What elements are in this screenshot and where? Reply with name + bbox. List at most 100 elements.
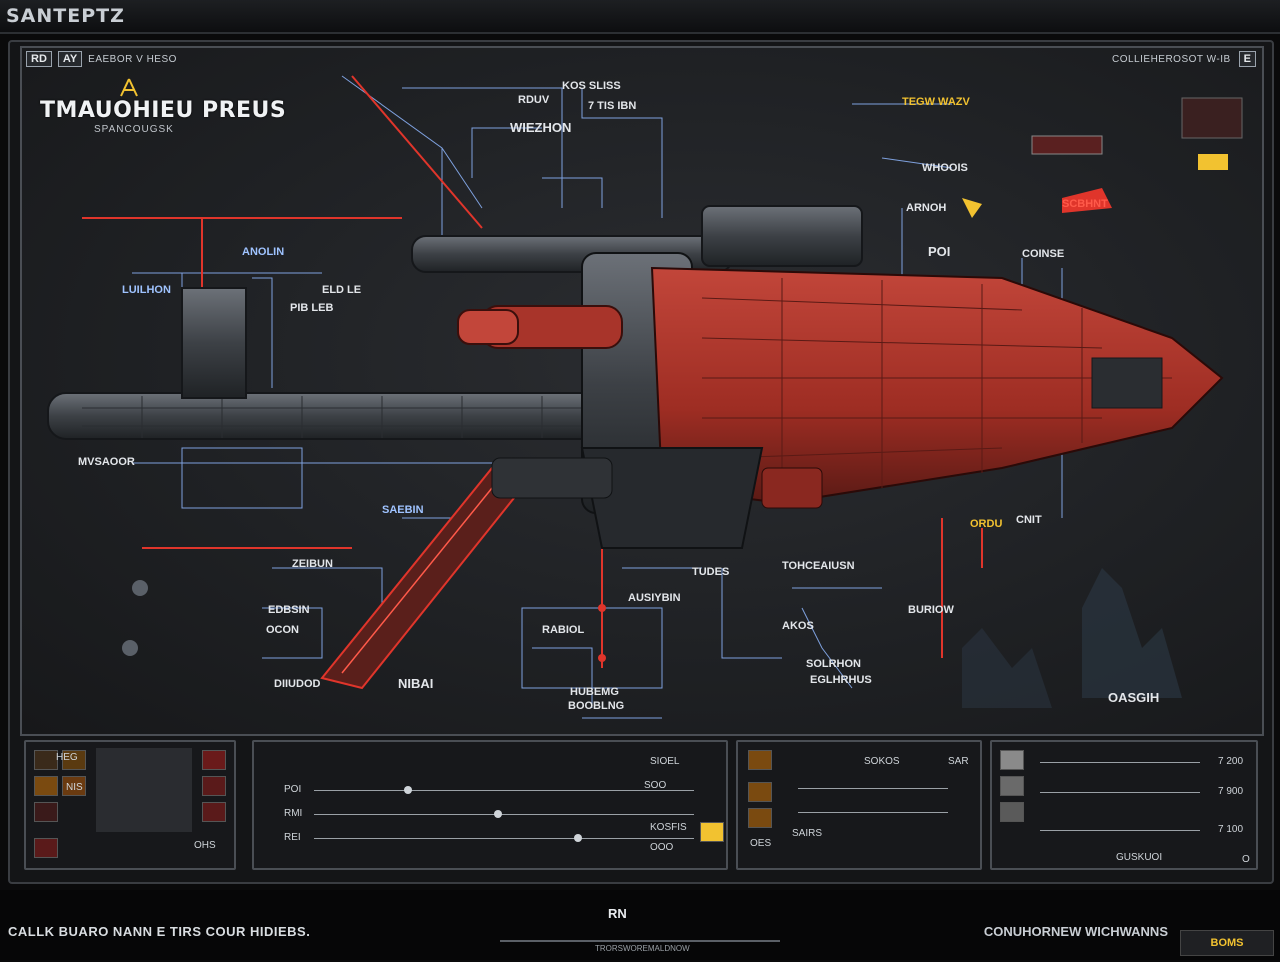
callout-label: LUILHON (122, 284, 171, 296)
callout-label: SAEBIN (382, 504, 424, 516)
preview-image (96, 748, 192, 832)
callout-label: PIB LEB (290, 302, 334, 314)
blueprint-viewport[interactable]: RD AY EAEBOR V HESO COLLIEHEROSOT W-IB E… (20, 46, 1264, 736)
callout-label: AKOS (782, 620, 814, 632)
timeline-handle[interactable] (574, 834, 582, 842)
thumbnail[interactable] (34, 750, 58, 770)
callout-label: KOS SLISS (562, 80, 621, 92)
callout-label: WIEZHON (510, 120, 572, 135)
callout-label: BURIOW (908, 604, 954, 616)
callout-label: AUSIYBIN (628, 592, 681, 604)
callout-label: ZEIBUN (292, 558, 333, 570)
bottom-panels: HEG NIS OHS SIOEL POI RMI REI SOO KOSFIS… (20, 740, 1264, 872)
panel-label: SAR (948, 756, 969, 767)
callout-label: NIBAI (398, 676, 434, 691)
viewport-expand-button[interactable]: E (1238, 51, 1256, 67)
app-title: SANTEPTZ (6, 5, 125, 27)
value-row[interactable] (1040, 762, 1200, 763)
app-title-bar: SANTEPTZ (0, 0, 1280, 34)
footer-bar: CALLK BUARO NANN E TIRS COUR HIDIEBS. RN… (0, 890, 1280, 960)
layer-row[interactable] (798, 788, 948, 789)
thumbnail[interactable] (700, 822, 724, 842)
timeline-track[interactable] (314, 838, 694, 839)
timeline-handle[interactable] (404, 786, 412, 794)
callout-label: ELD LE (322, 284, 362, 296)
thumbnail[interactable] (748, 782, 772, 802)
track-label: POI (284, 784, 302, 795)
panel-label: OOO (650, 842, 674, 853)
callout-label: 7 TIS IBN (588, 100, 637, 112)
callout-label: EDBSIN (268, 604, 310, 616)
callout-label: WHOOIS (922, 162, 968, 174)
viewport-view-button[interactable]: AY (57, 51, 83, 67)
thumbnail[interactable] (202, 802, 226, 822)
thumbnail[interactable] (34, 776, 58, 796)
timeline-track[interactable] (314, 790, 694, 791)
panel-label: SOO (644, 780, 667, 791)
thumbnail[interactable] (34, 802, 58, 822)
footer-logo: RN (608, 906, 627, 921)
layers-panel[interactable]: OES SOKOS SAR SAIRS (736, 740, 982, 870)
callout-label: CNIT (1016, 514, 1042, 526)
value-row[interactable] (1040, 792, 1200, 793)
callout-label: HUBEMG (570, 686, 619, 698)
panel-label: OHS (194, 840, 216, 851)
track-label: REI (284, 832, 301, 843)
thumbnail[interactable] (202, 750, 226, 770)
viewport-toolbar: RD AY EAEBOR V HESO COLLIEHEROSOT W-IB E (22, 48, 1262, 70)
viewport-mode-button[interactable]: RD (26, 51, 52, 67)
thumbnail[interactable] (62, 776, 86, 796)
values-panel[interactable]: 7 200 7 900 7 100 GUSKUOI O (990, 740, 1258, 870)
thumbnail[interactable] (202, 776, 226, 796)
thumbnail-panel[interactable]: HEG NIS OHS (24, 740, 236, 870)
callout-label: EGLHRHUS (810, 674, 872, 686)
thumbnail[interactable] (748, 808, 772, 828)
thumbnail[interactable] (34, 838, 58, 858)
footer-info: CONUHORNEW WICHWANNS (983, 924, 1168, 939)
callout-label: ANOLIN (242, 246, 285, 258)
viewport-label: EAEBOR V HESO (88, 53, 177, 65)
callout-label: MVSAOOR (78, 456, 135, 468)
callout-label: COINSE (1022, 248, 1065, 260)
callout-label: TOHCEAIUSN (782, 560, 855, 572)
thumbnail[interactable] (1000, 750, 1024, 770)
page-subtitle: SPANCOUGSK (94, 124, 174, 135)
thumbnail[interactable] (1000, 776, 1024, 796)
footer-status: CALLK BUARO NANN E TIRS COUR HIDIEBS. (8, 924, 311, 939)
timeline-handle[interactable] (494, 810, 502, 818)
callout-label: ARNOH (906, 202, 947, 214)
callout-label: ORDU (970, 518, 1003, 530)
timeline-panel[interactable]: SIOEL POI RMI REI SOO KOSFIS OOO (252, 740, 728, 870)
callout-label: OASGIH (1108, 690, 1160, 705)
panel-label: NIS (66, 782, 83, 793)
viewport-status: COLLIEHEROSOT W-IB (1112, 53, 1231, 65)
panel-label: KOSFIS (650, 822, 687, 833)
timeline-track[interactable] (314, 814, 694, 815)
value-label: 7 200 (1218, 756, 1244, 767)
value-row[interactable] (1040, 830, 1200, 831)
footer-tab[interactable]: TRORSWOREMALDNOW (500, 940, 780, 962)
callout-label: DIIUDOD (274, 678, 321, 690)
panel-label: SIOEL (650, 756, 680, 767)
panel-footer: GUSKUOI (1116, 852, 1163, 863)
page-title: TMAUOHIEU PREUS (40, 98, 287, 123)
thumbnail[interactable] (1000, 802, 1024, 822)
footer-tab-label: TRORSWOREMALDNOW (595, 944, 690, 953)
track-label: RMI (284, 808, 303, 819)
accent-lines (82, 75, 983, 668)
panel-label: OES (750, 838, 772, 849)
thumbnail[interactable] (62, 750, 86, 770)
panel-marker: O (1242, 854, 1250, 865)
ship-blueprint[interactable] (22, 48, 1264, 736)
panel-label: HEG (56, 752, 78, 763)
corner-badge: BOMS (1180, 930, 1274, 956)
callout-label: SOLRHON (806, 658, 861, 670)
callout-label: TUDES (692, 566, 730, 578)
callout-label: RDUV (518, 94, 550, 106)
callout-label: POI (928, 244, 951, 259)
layer-row[interactable] (798, 812, 948, 813)
panel-label: SAIRS (792, 828, 823, 839)
thumbnail[interactable] (748, 750, 772, 770)
callout-label: SCBHNT (1062, 198, 1108, 210)
callout-label: RABIOL (542, 624, 585, 636)
